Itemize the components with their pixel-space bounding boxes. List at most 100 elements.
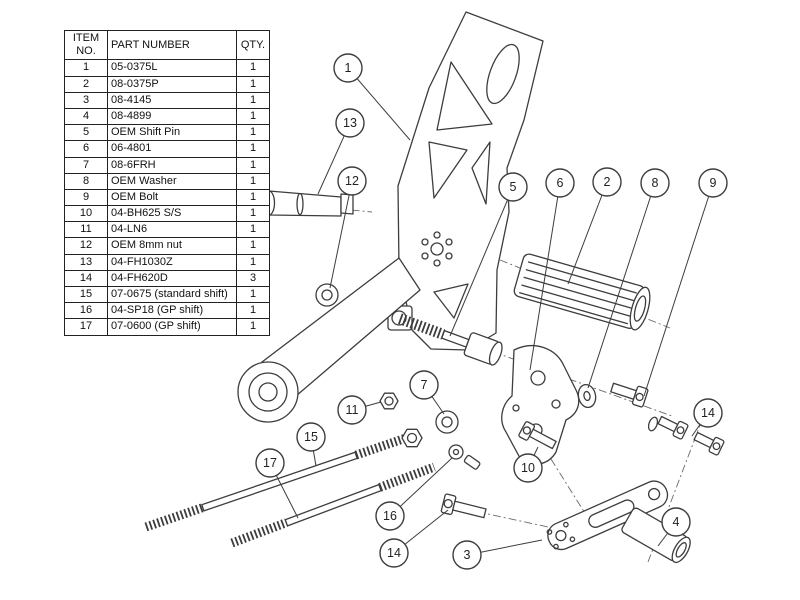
callout-leader-5 [449, 186, 514, 337]
clevis-pin [463, 454, 481, 470]
callout-balloon-5: 5 [498, 172, 528, 202]
qty-cell: 1 [236, 302, 270, 320]
part-number-cell: 08-4145 [107, 91, 237, 109]
callout-balloon-9: 9 [698, 168, 728, 198]
qty-cell: 3 [236, 269, 270, 288]
item-no-cell: 12 [64, 237, 108, 255]
qty-cell: 1 [236, 124, 270, 142]
part-number-cell: OEM 8mm nut [107, 237, 237, 255]
qty-cell: 1 [236, 75, 270, 93]
item-no-cell: 17 [64, 318, 108, 336]
qty-cell: 1 [236, 221, 270, 239]
footpeg [262, 190, 354, 217]
callout-balloon-14: 14 [693, 398, 723, 428]
svg-text:10: 10 [521, 461, 535, 475]
svg-text:15: 15 [304, 430, 318, 444]
part-number-cell: 04-SP18 (GP shift) [107, 302, 237, 320]
item-no-cell: 8 [64, 172, 108, 190]
svg-text:7: 7 [421, 378, 428, 392]
svg-text:3: 3 [464, 548, 471, 562]
svg-text:14: 14 [701, 406, 715, 420]
svg-text:2: 2 [604, 175, 611, 189]
pivot-bolt [518, 421, 557, 450]
part-number-cell: 07-0675 (standard shift) [107, 285, 237, 304]
qty-cell: 1 [236, 59, 270, 77]
part-number-cell: OEM Shift Pin [107, 124, 237, 142]
part-number-cell: 04-FH620D [107, 269, 237, 288]
item-no-cell: 9 [64, 188, 108, 207]
qty-cell: 1 [236, 205, 270, 223]
callout-balloon-2: 2 [592, 167, 622, 197]
callout-leader-6 [529, 182, 561, 371]
item-no-cell: 4 [64, 107, 108, 126]
svg-text:6: 6 [557, 176, 564, 190]
socket-bolt-lower [440, 493, 487, 519]
item-no-cell: 7 [64, 156, 108, 174]
part-number-cell: 07-0600 (GP shift) [107, 318, 237, 336]
callout-balloon-14: 14 [379, 538, 409, 568]
socket-bolt-right-2 [693, 431, 725, 456]
callout-balloon-13: 13 [335, 108, 365, 138]
part-number-cell: 08-6FRH [107, 156, 237, 174]
svg-text:8: 8 [652, 176, 659, 190]
bracket-arm [237, 257, 421, 423]
shift-lever-body [501, 345, 580, 465]
header-qty: QTY. [236, 29, 270, 61]
item-no-cell: 13 [64, 253, 108, 271]
qty-cell: 1 [236, 188, 270, 207]
callout-balloon-6: 6 [545, 168, 575, 198]
qty-cell: 1 [236, 140, 270, 158]
svg-text:17: 17 [263, 456, 277, 470]
qty-cell: 1 [236, 91, 270, 109]
callout-balloon-12: 12 [337, 166, 367, 196]
svg-text:12: 12 [345, 174, 359, 188]
shift-rod-spring [397, 313, 503, 366]
svg-text:11: 11 [346, 403, 359, 417]
callout-balloon-11: 11 [337, 395, 367, 425]
item-no-cell: 11 [64, 221, 108, 239]
callout-balloon-8: 8 [640, 168, 670, 198]
svg-text:14: 14 [387, 546, 401, 560]
part-number-cell: 04-FH1030Z [107, 253, 237, 271]
item-no-cell: 6 [64, 140, 108, 158]
part-number-cell: 08-4899 [107, 107, 237, 126]
callout-leader-9 [643, 182, 714, 397]
item-no-cell: 1 [64, 59, 108, 77]
svg-text:9: 9 [710, 176, 717, 190]
svg-text:1: 1 [345, 61, 352, 75]
part-number-cell: OEM Bolt [107, 188, 237, 207]
callout-balloon-10: 10 [513, 453, 543, 483]
part-number-cell: 06-4801 [107, 140, 237, 158]
callout-leader-12 [329, 180, 353, 289]
link-plate [546, 480, 669, 551]
callout-balloon-16: 16 [375, 501, 405, 531]
item-no-cell: 5 [64, 124, 108, 142]
item-no-cell: 14 [64, 269, 108, 288]
callout-leader-8 [587, 182, 656, 389]
qty-cell: 1 [236, 237, 270, 255]
item-no-cell: 3 [64, 91, 108, 109]
part-number-cell: OEM Washer [107, 172, 237, 190]
callout-balloon-17: 17 [255, 448, 285, 478]
heim-joint [435, 410, 459, 434]
part-number-cell: 04-BH625 S/S [107, 205, 237, 223]
item-no-cell: 16 [64, 302, 108, 320]
svg-text:5: 5 [510, 180, 517, 194]
qty-cell: 1 [236, 285, 270, 304]
callout-balloon-15: 15 [296, 422, 326, 452]
socket-bolt-right-1 [657, 415, 689, 440]
knurled-footpeg [513, 253, 651, 331]
